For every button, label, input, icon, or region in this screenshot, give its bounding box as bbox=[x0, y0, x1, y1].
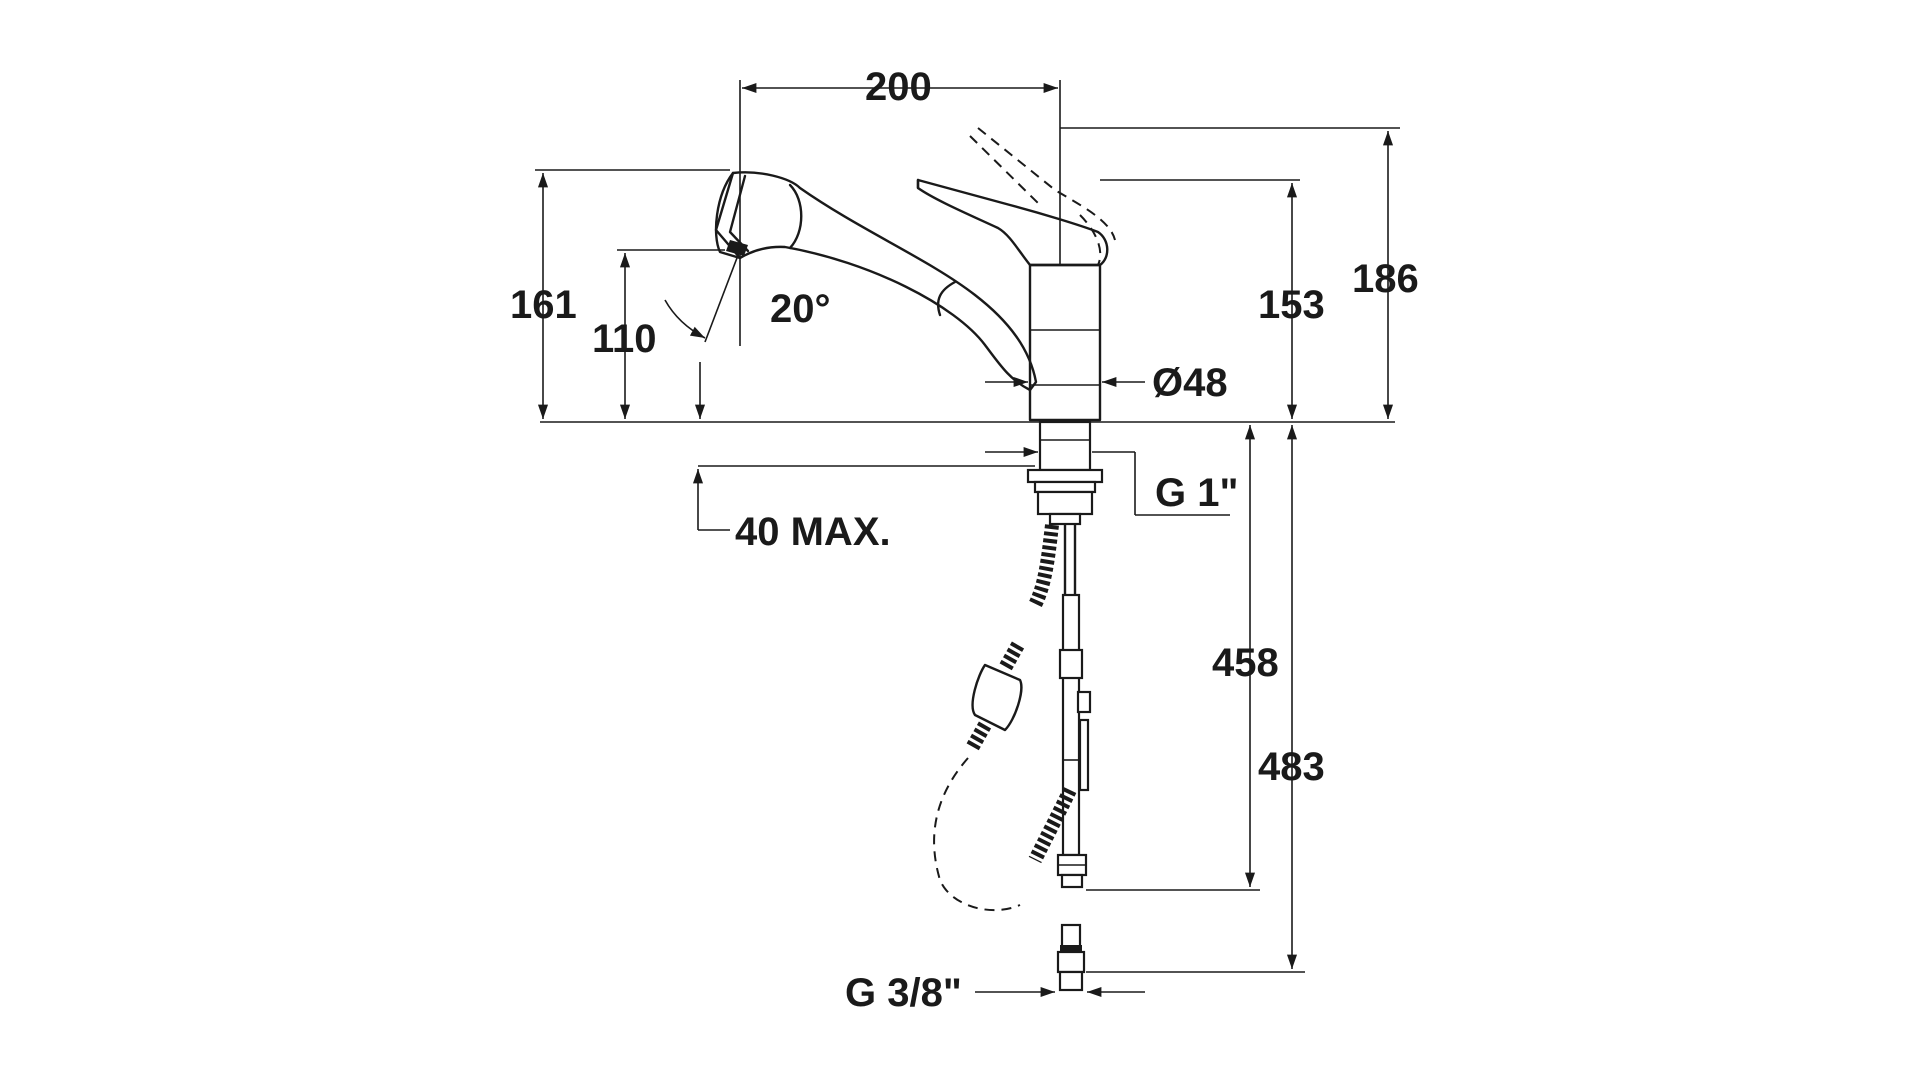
dim-thread-g38: G 3/8" bbox=[845, 971, 962, 1015]
dimension-lines bbox=[535, 80, 1400, 998]
mounting-assembly bbox=[1026, 420, 1104, 526]
hose-assembly bbox=[933, 523, 1092, 992]
dim-thread-g1: G 1" bbox=[1155, 471, 1238, 515]
dim-width-200: 200 bbox=[865, 65, 932, 109]
dim-height-110: 110 bbox=[592, 317, 657, 361]
dim-diameter-48: Ø48 bbox=[1152, 361, 1228, 405]
dim-40-max: 40 MAX. bbox=[735, 510, 891, 554]
dim-height-186: 186 bbox=[1352, 257, 1419, 301]
dim-angle-20: 20° bbox=[770, 287, 831, 331]
dim-length-483: 483 bbox=[1258, 745, 1325, 789]
faucet-outline bbox=[714, 127, 1116, 422]
dim-height-153: 153 bbox=[1258, 283, 1325, 327]
dim-height-161: 161 bbox=[510, 283, 577, 327]
dim-length-458: 458 bbox=[1212, 641, 1279, 685]
